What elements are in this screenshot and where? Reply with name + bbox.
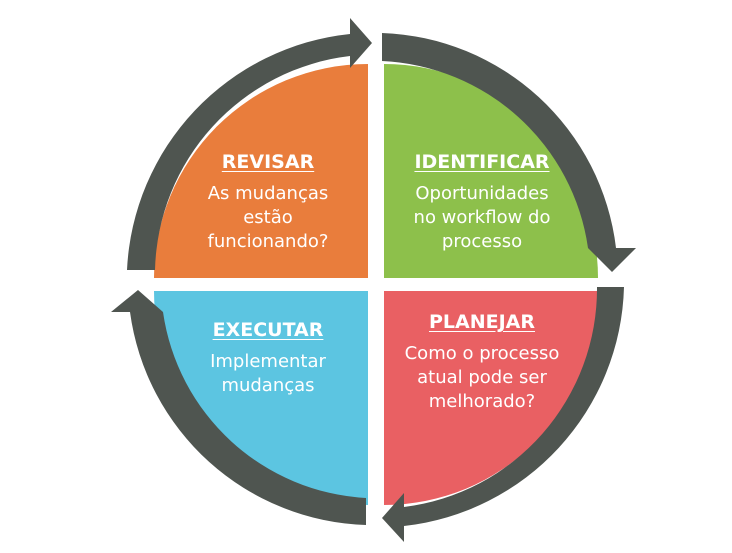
executar-quadrant xyxy=(154,291,368,505)
identificar-text: Oportunidades no workflow do processo xyxy=(413,183,551,252)
identificar-quadrant xyxy=(384,64,598,278)
arrow-executar-to-revisar xyxy=(111,290,366,525)
planejar-title: PLANEJAR xyxy=(428,311,536,333)
identificar-title: IDENTIFICAR xyxy=(414,151,550,173)
planejar-label: PLANEJAR Como o processo atual pode ser … xyxy=(382,310,582,414)
executar-text: Implementar mudanças xyxy=(210,351,326,396)
revisar-text: As mudanças estão funcionando? xyxy=(207,183,329,252)
arrow-identificar-to-planejar xyxy=(382,33,636,272)
planejar-quadrant xyxy=(384,291,598,505)
executar-title: EXECUTAR xyxy=(212,319,324,341)
revisar-label: REVISAR As mudanças estão funcionando? xyxy=(168,150,368,254)
revisar-title: REVISAR xyxy=(221,151,315,173)
arrow-revisar-to-identificar xyxy=(127,18,372,270)
planejar-text: Como o processo atual pode ser melhorado… xyxy=(404,343,560,412)
executar-label: EXECUTAR Implementar mudanças xyxy=(168,318,368,398)
identificar-label: IDENTIFICAR Oportunidades no workflow do… xyxy=(382,150,582,254)
revisar-quadrant xyxy=(154,64,368,278)
arrow-planejar-to-executar xyxy=(382,287,624,542)
